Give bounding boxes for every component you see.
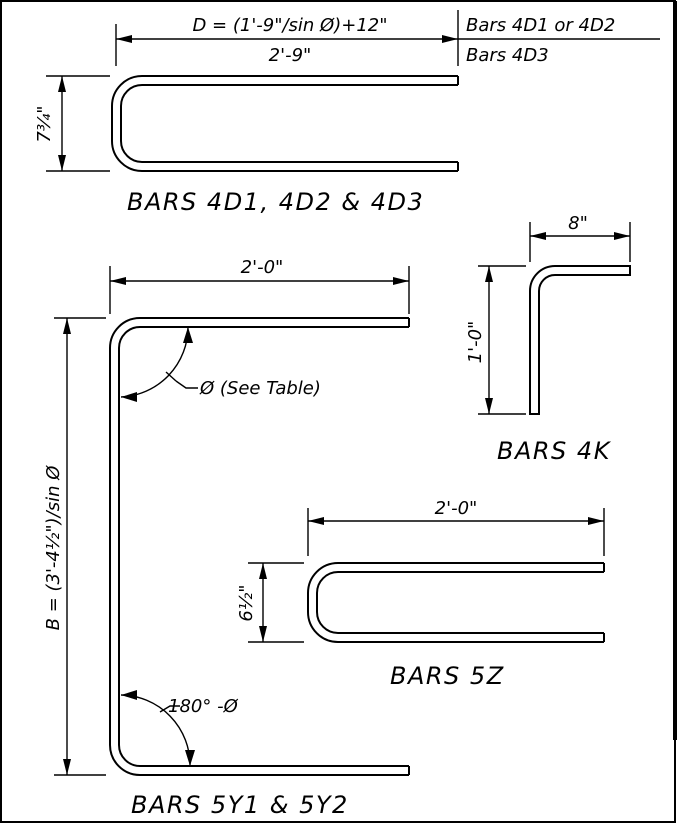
- bar-5z-width-label: 2'-0": [435, 498, 478, 519]
- formula-d-label: D = (1'-9"/sin Ø)+12": [192, 15, 387, 36]
- length-4d3-label: 2'-9": [269, 45, 312, 66]
- bar-5y-top-width-label: 2'-0": [241, 257, 284, 278]
- bar-5z-title: BARS 5Z: [390, 662, 505, 690]
- bar-5y-bottom-angle-note: 180° -Ø: [168, 696, 239, 717]
- bar-5y-shape: [109, 317, 410, 776]
- bar-4k-width-label: 8": [568, 213, 588, 234]
- bar-5y-angle-note: Ø (See Table): [199, 378, 321, 399]
- bar-4d-title: BARS 4D1, 4D2 & 4D3: [127, 188, 424, 216]
- bar-4k-width-dimension: 8": [529, 213, 631, 262]
- header-dimension: D = (1'-9"/sin Ø)+12" Bars 4D1 or 4D2 2'…: [115, 10, 660, 66]
- bar-5z-shape: [307, 562, 605, 643]
- bar-5z-height-label: 6½": [236, 584, 257, 621]
- bar-4d-height-dimension: 7¾": [34, 75, 110, 172]
- bar-4k-height-dimension: 1'-0": [465, 265, 526, 415]
- bar-4d-shape: [111, 75, 459, 172]
- bar-4k-shape: [529, 265, 631, 415]
- bar-5y-top-angle: Ø (See Table): [120, 326, 321, 402]
- bar-5y-bottom-angle: 180° -Ø: [120, 690, 239, 767]
- bar-4k-height-label: 1'-0": [465, 321, 486, 364]
- bar-5z-height-dimension: 6½": [236, 562, 304, 643]
- bar-4k-title: BARS 4K: [497, 437, 612, 465]
- bar-4d-height-label: 7¾": [34, 105, 55, 142]
- bars-4d3-label: Bars 4D3: [466, 45, 549, 66]
- bar-5y-title: BARS 5Y1 & 5Y2: [131, 791, 349, 819]
- bar-5y-length-dimension: B = (3'-4½")/sin Ø: [43, 317, 106, 776]
- formula-b-label: B = (3'-4½")/sin Ø: [43, 465, 64, 631]
- bars-4d1-4d2-label: Bars 4D1 or 4D2: [466, 15, 615, 36]
- bar-5z-width-dimension: 2'-0": [307, 498, 605, 556]
- bar-5y-top-dimension: 2'-0": [109, 257, 410, 314]
